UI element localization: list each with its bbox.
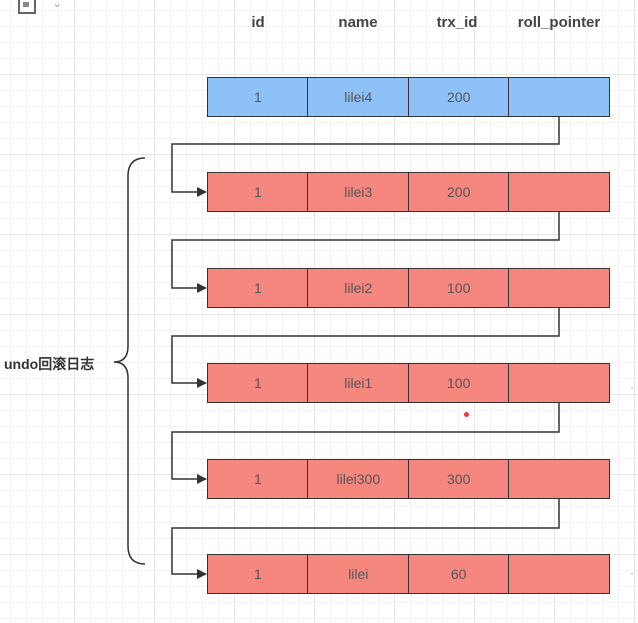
toolbar-image-icon[interactable]	[18, 0, 36, 14]
cell-roll-pointer	[508, 459, 610, 499]
undo-log-brace	[113, 157, 146, 565]
column-header-id: id	[251, 14, 265, 31]
current-record: 1 lilei4 200	[207, 77, 610, 117]
scroll-marker: ·	[630, 380, 634, 394]
cell-id: 1	[207, 77, 309, 117]
undo-record: 1 lilei300 300	[207, 459, 610, 499]
pointer-arrow-5	[171, 498, 560, 579]
cell-roll-pointer	[508, 363, 610, 403]
cell-name: lilei1	[307, 363, 410, 403]
cell-name: lilei3	[307, 172, 410, 212]
cell-trx-id: 300	[407, 459, 510, 499]
undo-record: 1 lilei 60	[207, 554, 610, 594]
cell-trx-id: 100	[407, 268, 510, 308]
cell-trx-id: 60	[407, 554, 510, 594]
cell-id: 1	[207, 172, 309, 212]
cell-trx-id: 200	[407, 172, 510, 212]
scroll-marker: ·	[630, 566, 634, 580]
cell-name: lilei	[307, 554, 410, 594]
column-header-roll-pointer: roll_pointer	[517, 14, 601, 31]
cell-roll-pointer	[508, 172, 610, 212]
cell-roll-pointer	[508, 554, 610, 594]
pointer-arrow-4	[171, 403, 560, 484]
cell-trx-id: 200	[407, 77, 510, 117]
cell-id: 1	[207, 268, 309, 308]
cursor-dot	[464, 412, 469, 417]
cell-id: 1	[207, 459, 309, 499]
undo-log-label: undo回滚日志	[4, 356, 95, 372]
cell-roll-pointer	[508, 77, 610, 117]
cell-name: lilei300	[307, 459, 410, 499]
cell-id: 1	[207, 363, 309, 403]
undo-record: 1 lilei3 200	[207, 172, 610, 212]
cell-name: lilei4	[307, 77, 410, 117]
undo-record: 1 lilei1 100	[207, 363, 610, 403]
cell-roll-pointer	[508, 268, 610, 308]
cell-name: lilei2	[307, 268, 410, 308]
pointer-arrow-3	[171, 308, 560, 388]
pointer-arrow-1	[171, 117, 560, 197]
undo-record: 1 lilei2 100	[207, 268, 610, 308]
cell-id: 1	[207, 554, 309, 594]
pointer-arrow-2	[171, 212, 560, 293]
chevron-down-icon[interactable]: ⌄	[52, 0, 63, 10]
cell-trx-id: 100	[407, 363, 510, 403]
column-header-trx-id: trx_id	[436, 14, 478, 31]
column-header-name: name	[338, 14, 378, 31]
